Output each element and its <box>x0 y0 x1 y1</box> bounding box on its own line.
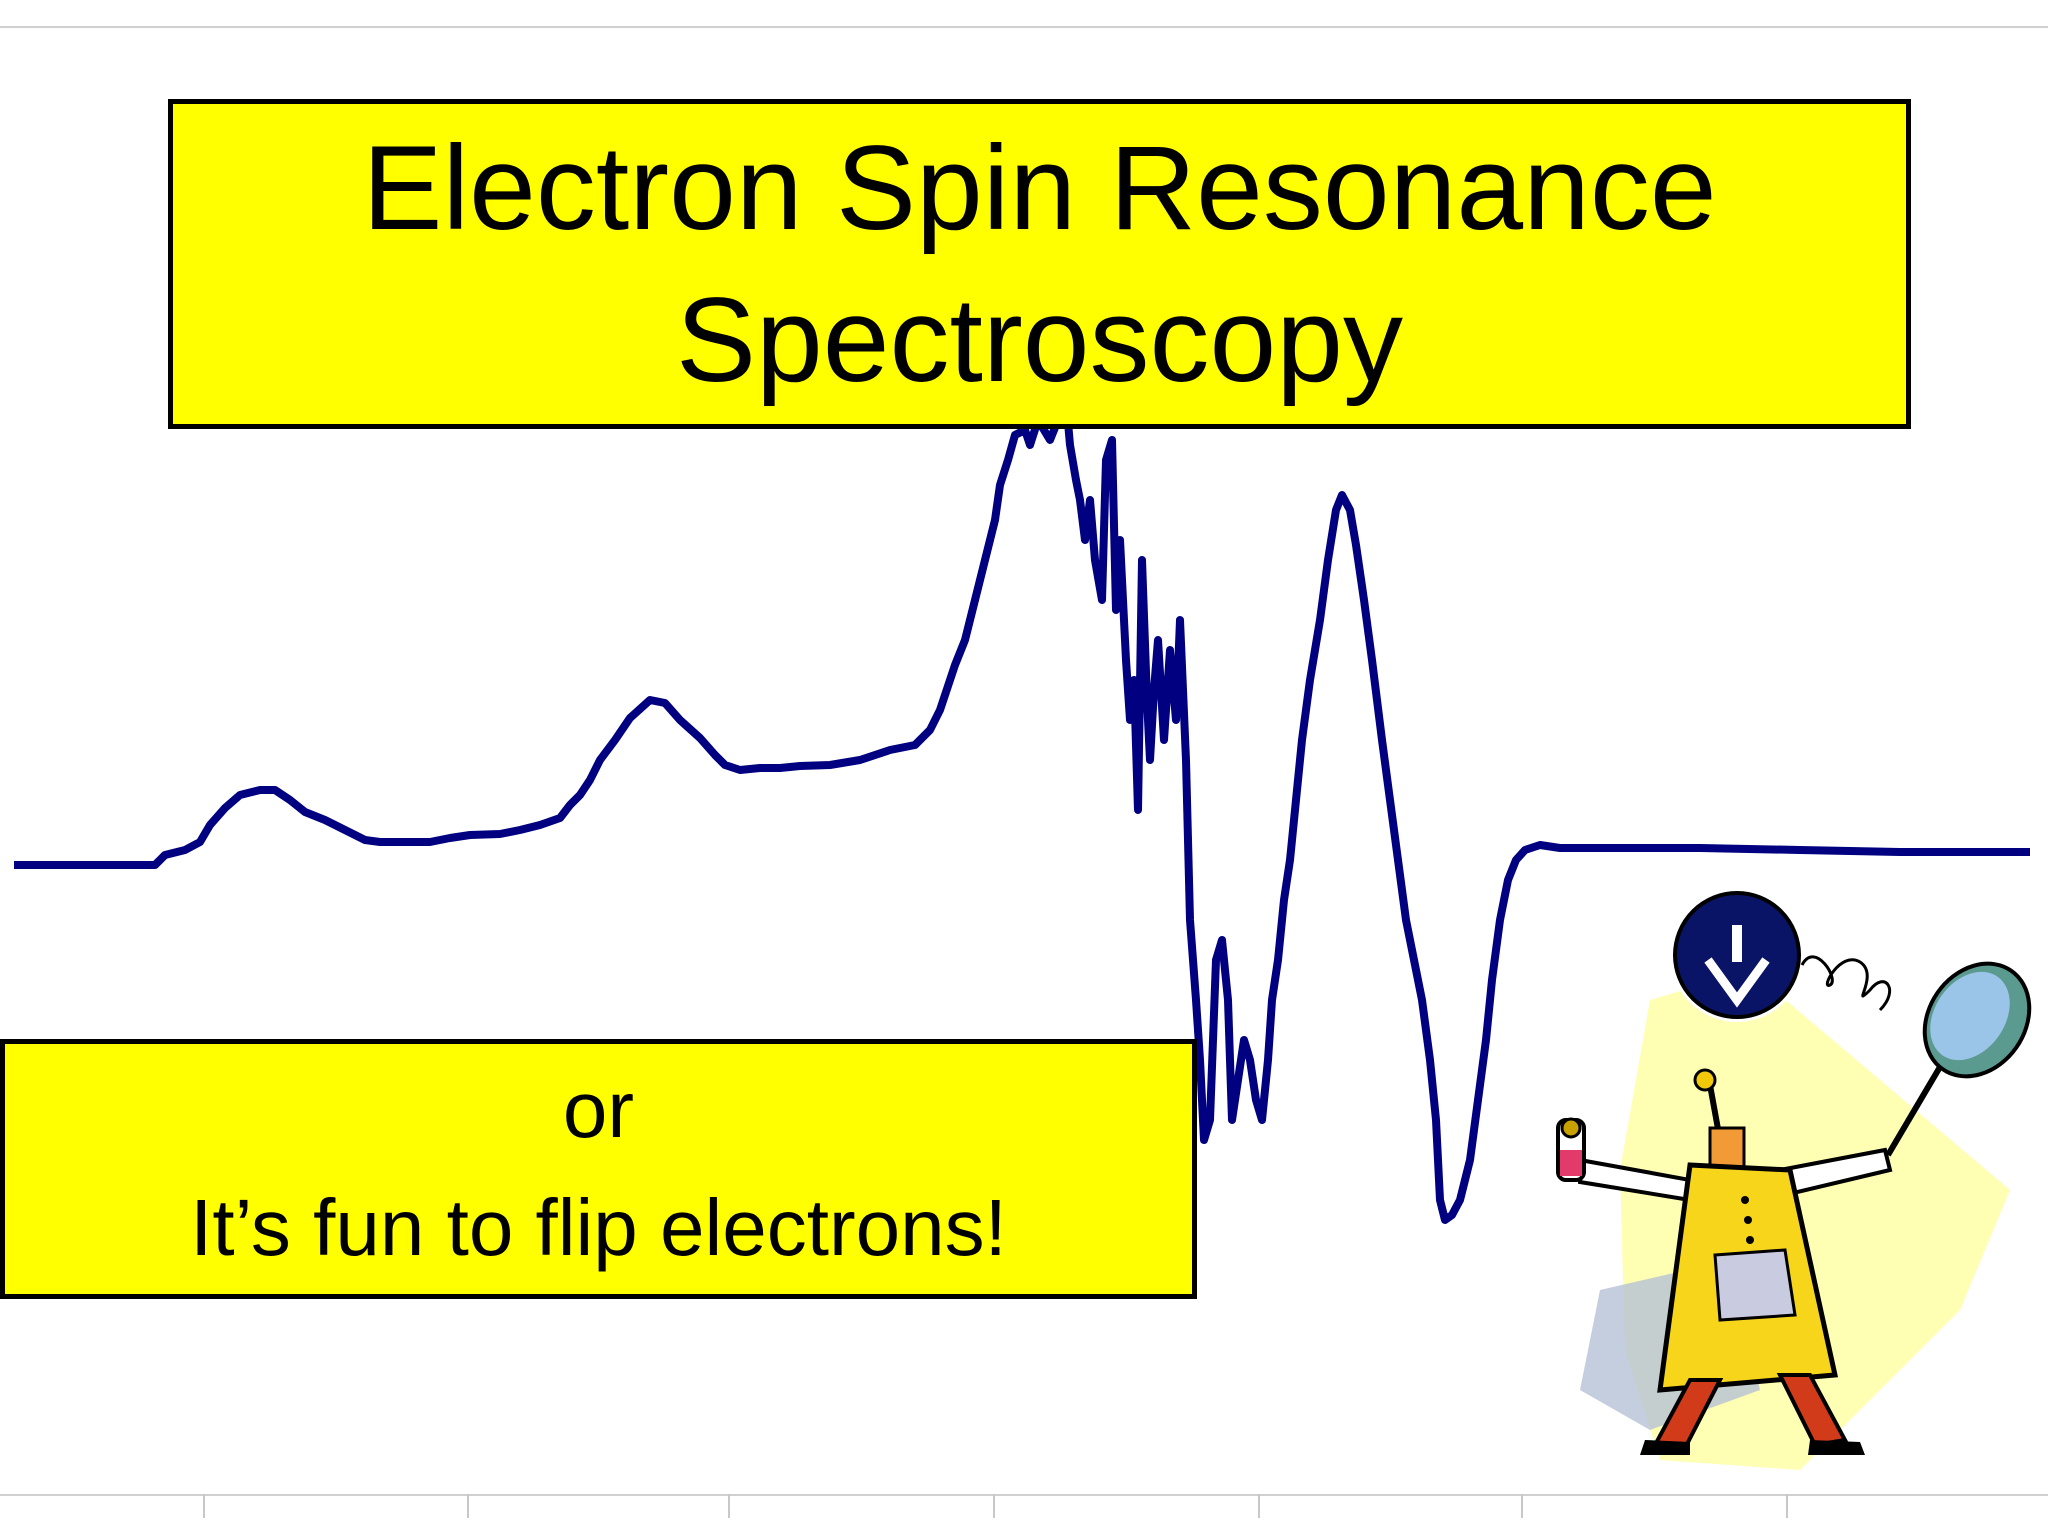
down-arrow-icon <box>1670 888 1804 1022</box>
scientist-clipart-icon <box>1556 888 2032 1470</box>
axis-tick <box>1786 1494 1788 1518</box>
title-line-2: Spectroscopy <box>675 273 1403 407</box>
axis-tick <box>993 1494 995 1518</box>
apron-shape <box>1713 1248 1797 1322</box>
title-line-1: Electron Spin Resonance <box>362 121 1717 255</box>
subtitle-line-1: or <box>562 1065 635 1154</box>
top-divider <box>0 26 2048 28</box>
frying-pan-icon <box>1885 961 2032 1157</box>
flask-icon <box>1556 1117 1586 1182</box>
left-shoe-shape <box>1640 1440 1690 1455</box>
bottom-divider <box>0 1494 2048 1496</box>
spectrum-line <box>14 396 2030 1224</box>
right-leg-shape <box>1776 1373 1849 1448</box>
right-shoe-shape <box>1808 1440 1865 1455</box>
axis-tick <box>467 1494 469 1518</box>
slide-subtitle: or It’s fun to flip electrons! <box>190 1051 1007 1287</box>
squiggle-line <box>1800 955 1892 1012</box>
subtitle-box: or It’s fun to flip electrons! <box>0 1039 1197 1299</box>
axis-tick <box>1521 1494 1523 1518</box>
subtitle-line-2: It’s fun to flip electrons! <box>190 1183 1007 1272</box>
slide-title: Electron Spin Resonance Spectroscopy <box>362 112 1716 416</box>
axis-tick <box>728 1494 730 1518</box>
axis-tick <box>203 1494 205 1518</box>
axis-tick <box>1258 1494 1260 1518</box>
title-box: Electron Spin Resonance Spectroscopy <box>168 99 1911 429</box>
